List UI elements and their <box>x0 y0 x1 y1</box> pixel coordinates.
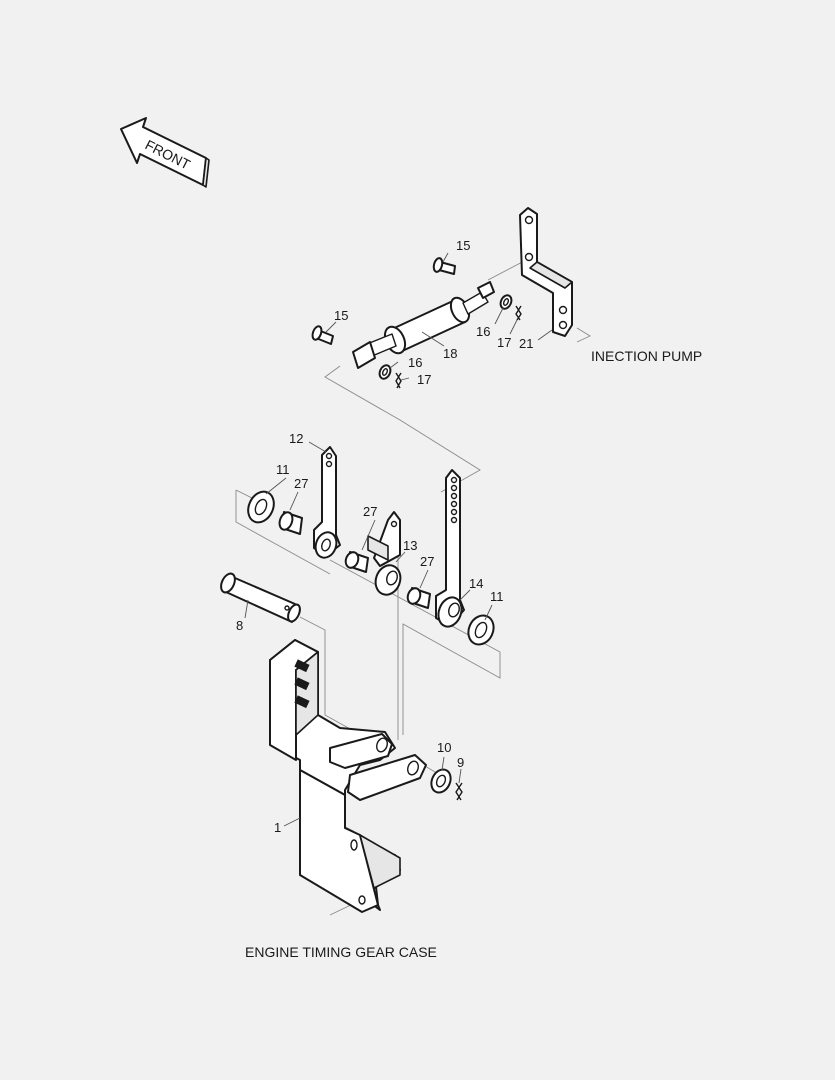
callout-15-lower: 15 <box>334 308 348 323</box>
callout-21: 21 <box>519 336 533 351</box>
callout-27-right: 27 <box>420 554 434 569</box>
bracket-21 <box>519 207 573 337</box>
injection-pump-note: INECTION PUMP <box>591 348 702 364</box>
lever-12 <box>313 446 341 559</box>
callout-17-lower: 17 <box>417 372 431 387</box>
callout-9: 9 <box>457 755 464 770</box>
washer-16-upper <box>499 294 513 310</box>
washer-10 <box>430 768 452 794</box>
callout-8: 8 <box>236 618 243 633</box>
callout-17-upper: 17 <box>497 335 511 350</box>
washer-16-lower <box>378 364 392 380</box>
clip-17-lower <box>395 372 402 389</box>
shaft-pin-8 <box>220 572 301 623</box>
callout-leaders <box>244 252 553 827</box>
callout-10: 10 <box>437 740 451 755</box>
main-bracket-1 <box>269 639 427 913</box>
callout-12: 12 <box>289 431 303 446</box>
callout-27-middle: 27 <box>363 504 377 519</box>
lever-shaft-18 <box>352 281 495 369</box>
pin-15-lower <box>311 325 334 345</box>
callout-15-upper: 15 <box>456 238 470 253</box>
bushing-27-middle <box>344 551 369 573</box>
lever-14 <box>435 469 465 628</box>
callout-13: 13 <box>403 538 417 553</box>
clip-9 <box>455 782 463 801</box>
callout-14: 14 <box>469 576 483 591</box>
pin-15-upper <box>432 257 456 275</box>
callout-11-left: 11 <box>276 462 290 477</box>
washer-11-left <box>247 490 275 524</box>
callout-11-right: 11 <box>490 589 504 604</box>
washer-11-right <box>467 614 495 646</box>
assembly-guide-lines <box>235 257 591 916</box>
callout-27-left: 27 <box>294 476 308 491</box>
clip-17-upper <box>515 305 522 321</box>
callout-18: 18 <box>443 346 457 361</box>
timing-gear-case-note: ENGINE TIMING GEAR CASE <box>245 944 437 960</box>
front-direction-arrow: FRONT <box>120 117 210 188</box>
bushing-27-left <box>278 511 303 535</box>
callout-1: 1 <box>274 820 281 835</box>
callout-16-upper: 16 <box>476 324 490 339</box>
bushing-27-right <box>406 587 431 609</box>
callout-16-lower: 16 <box>408 355 422 370</box>
lever-13 <box>367 511 402 596</box>
